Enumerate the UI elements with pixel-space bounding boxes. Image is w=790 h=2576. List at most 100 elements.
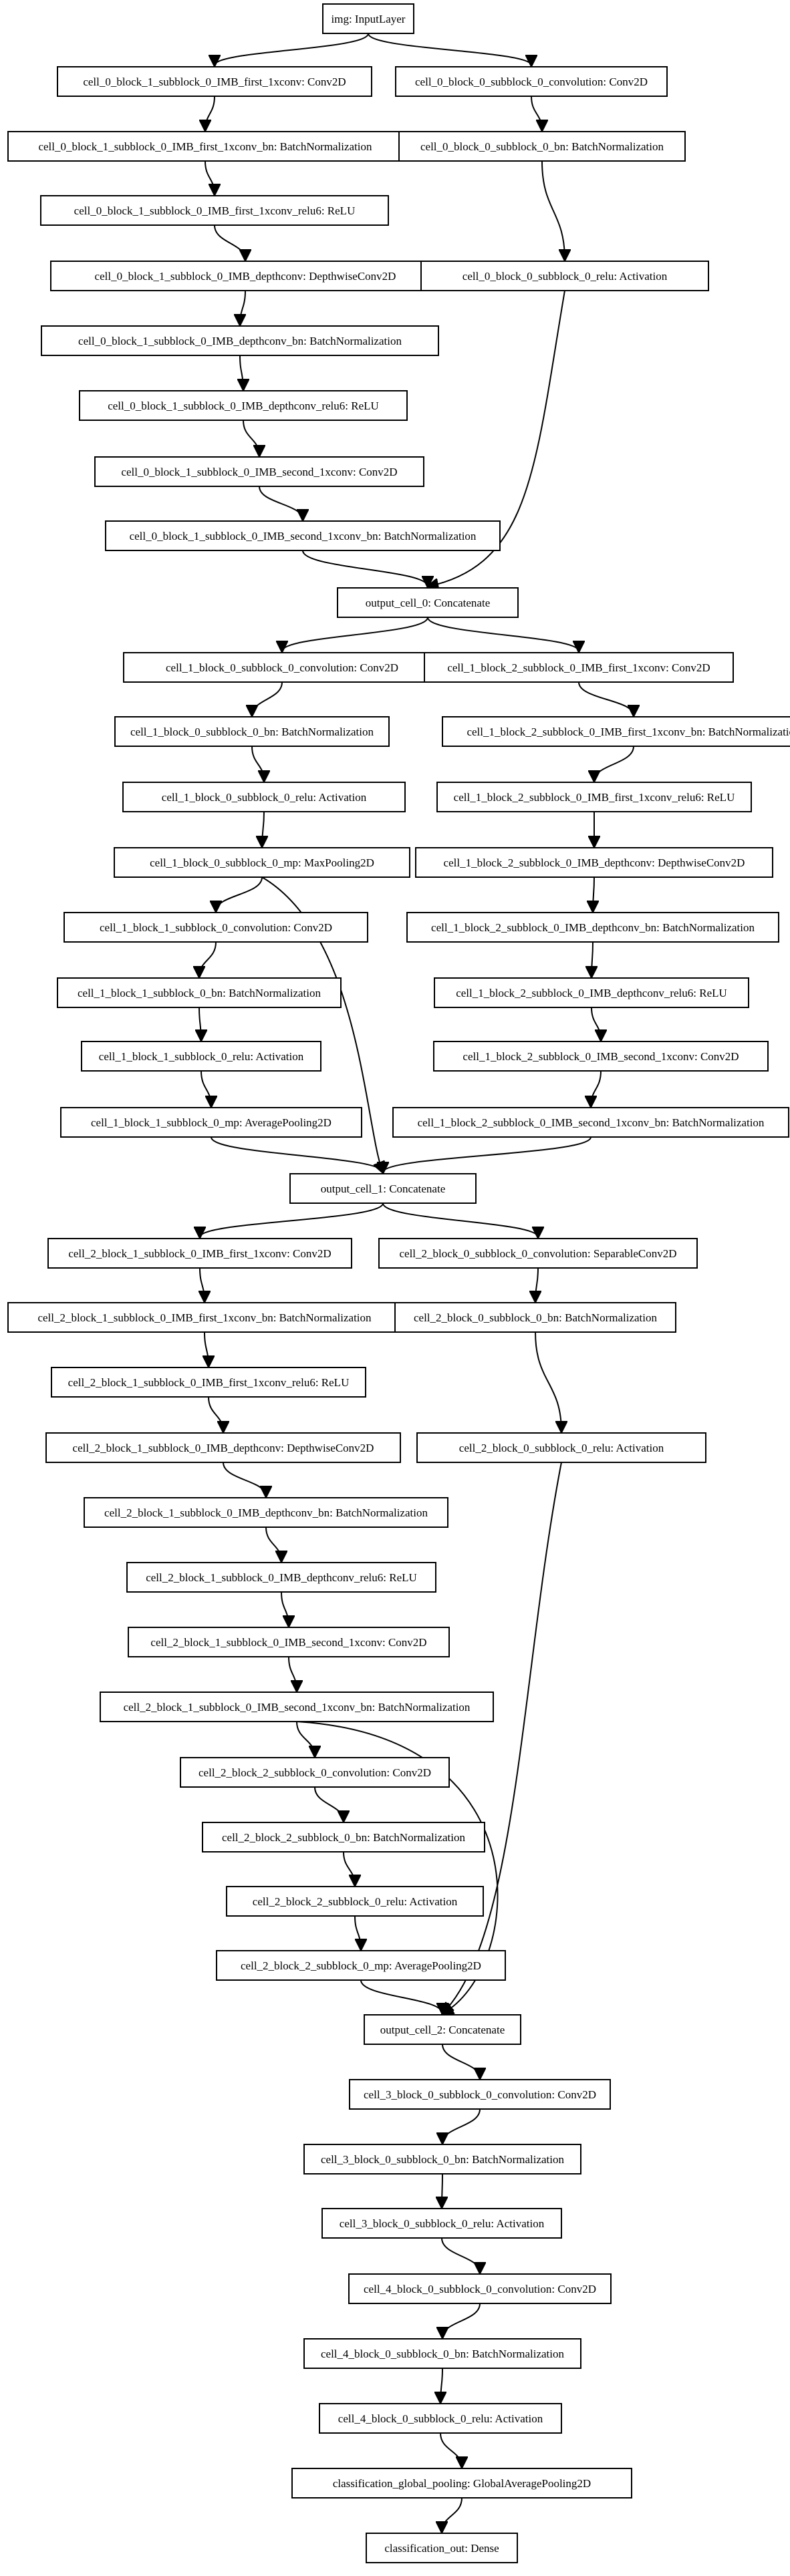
- node-box: [442, 716, 790, 747]
- node-out2: output_cell_2: Concatenate: [364, 2014, 521, 2045]
- node-box: [128, 1627, 450, 1657]
- node-label: output_cell_0: Concatenate: [366, 597, 490, 609]
- node-label: cell_1_block_0_subblock_0_mp: MaxPooling…: [150, 856, 374, 869]
- node-box: [378, 1238, 698, 1269]
- edges-layer: [199, 33, 634, 2532]
- edge-c2b1-dw-to-c2b1-dw-bn: [223, 1462, 266, 1496]
- node-c0b1-dw-relu: cell_0_block_1_subblock_0_IMB_depthconv_…: [79, 390, 408, 421]
- node-label: output_cell_1: Concatenate: [321, 1182, 445, 1195]
- node-out1: output_cell_1: Concatenate: [289, 1173, 477, 1204]
- node-label: cell_4_block_0_subblock_0_relu: Activati…: [338, 2412, 543, 2425]
- node-label: cell_4_block_0_subblock_0_convolution: C…: [364, 2283, 596, 2295]
- edge-c2b1-first-to-c2b1-first-bn: [200, 1267, 205, 1301]
- edge-c2b0-relu-to-out2: [442, 1462, 562, 2014]
- edge-c1b1-conv-to-c1b1-bn: [199, 941, 217, 977]
- node-label: cell_3_block_0_subblock_0_convolution: C…: [364, 2088, 596, 2101]
- node-c2b1-second-bn: cell_2_block_1_subblock_0_IMB_second_1xc…: [100, 1692, 494, 1722]
- node-c0b0-bn: cell_0_block_0_subblock_0_bn: BatchNorma…: [398, 131, 686, 162]
- node-box: [322, 3, 414, 34]
- edge-out1-to-c2b1-first: [200, 1202, 384, 1237]
- nodes-layer: img: InputLayer cell_0_block_1_subblock_0…: [7, 3, 790, 2563]
- edge-c0b1-dw-to-c0b1-dw-bn: [240, 290, 245, 325]
- edge-c1b0-mp-to-c1b1-conv: [216, 876, 263, 911]
- edge-out2-to-c3b0-conv: [442, 2044, 480, 2078]
- node-label: cell_0_block_1_subblock_0_IMB_depthconv_…: [108, 399, 379, 412]
- node-label: cell_3_block_0_subblock_0_relu: Activati…: [340, 2217, 545, 2230]
- node-box: [105, 520, 501, 551]
- node-c2b1-dw-bn: cell_2_block_1_subblock_0_IMB_depthconv_…: [84, 1497, 448, 1528]
- edge-c1b2-second-to-c1b2-second-bn: [591, 1070, 602, 1106]
- edge-c2b1-second-bn-to-c2b2-conv: [296, 1721, 315, 1756]
- edge-out0-to-c1b0-conv: [282, 617, 428, 651]
- edge-c4b0-bn-to-c4b0-relu: [440, 2368, 442, 2402]
- node-label: cell_2_block_2_subblock_0_relu: Activati…: [253, 1895, 458, 1908]
- edge-c0b1-second-to-c0b1-second-bn: [259, 486, 303, 520]
- node-img: img: InputLayer: [322, 3, 414, 34]
- node-box: [319, 2403, 562, 2434]
- node-c2b2-relu: cell_2_block_2_subblock_0_relu: Activati…: [226, 1886, 484, 1917]
- node-c2b1-first: cell_2_block_1_subblock_0_IMB_first_1xco…: [47, 1238, 352, 1269]
- node-label: cell_0_block_1_subblock_0_IMB_second_1xc…: [121, 466, 397, 478]
- node-c1b0-mp: cell_1_block_0_subblock_0_mp: MaxPooling…: [114, 847, 410, 878]
- node-c1b1-mp: cell_1_block_1_subblock_0_mp: AveragePoo…: [60, 1107, 362, 1138]
- node-c2b2-mp: cell_2_block_2_subblock_0_mp: AveragePoo…: [216, 1950, 506, 1981]
- edge-c2b1-first-bn-to-c2b1-first-relu: [205, 1331, 209, 1366]
- node-box: [57, 66, 372, 97]
- node-box: [348, 2273, 612, 2304]
- edge-c1b0-bn-to-c1b0-relu: [251, 746, 264, 781]
- edge-c4b0-conv-to-c4b0-bn: [442, 2303, 481, 2338]
- node-label: cell_1_block_2_subblock_0_IMB_first_1xco…: [447, 661, 710, 674]
- edge-c1b0-mp-to-out1: [261, 876, 383, 1172]
- node-box: [63, 912, 368, 943]
- edge-c2b2-relu-to-c2b2-mp: [354, 1915, 361, 1949]
- edge-c0b1-dw-bn-to-c0b1-dw-relu: [240, 355, 243, 389]
- node-box: [420, 261, 709, 291]
- node-label: cell_2_block_0_subblock_0_relu: Activati…: [459, 1442, 664, 1454]
- node-box: [433, 1041, 769, 1072]
- node-label: cell_0_block_1_subblock_0_IMB_second_1xc…: [130, 530, 477, 542]
- edge-c2b1-first-relu-to-c2b1-dw: [208, 1396, 223, 1432]
- node-box: [392, 1107, 789, 1138]
- node-label: cell_1_block_1_subblock_0_bn: BatchNorma…: [78, 987, 321, 999]
- node-label: cell_2_block_1_subblock_0_IMB_first_1xco…: [68, 1376, 350, 1389]
- node-box: [416, 1432, 706, 1463]
- node-box: [424, 652, 734, 683]
- node-box: [94, 456, 424, 487]
- node-label: cell_0_block_0_subblock_0_convolution: C…: [415, 75, 648, 88]
- node-c0b1-second-bn: cell_0_block_1_subblock_0_IMB_second_1xc…: [105, 520, 501, 551]
- node-box: [40, 195, 389, 226]
- edge-c2b0-bn-to-c2b0-relu: [535, 1331, 561, 1432]
- node-box: [415, 847, 773, 878]
- node-c2b0-conv: cell_2_block_0_subblock_0_convolution: S…: [378, 1238, 698, 1269]
- node-box: [45, 1432, 401, 1463]
- node-c2b2-conv: cell_2_block_2_subblock_0_convolution: C…: [180, 1757, 450, 1788]
- node-label: cell_2_block_1_subblock_0_IMB_first_1xco…: [37, 1311, 372, 1324]
- node-label: cell_2_block_0_subblock_0_convolution: S…: [399, 1247, 676, 1260]
- node-label: cell_1_block_2_subblock_0_IMB_first_1xco…: [454, 791, 735, 804]
- node-c2b0-relu: cell_2_block_0_subblock_0_relu: Activati…: [416, 1432, 706, 1463]
- node-label: cell_1_block_0_subblock_0_relu: Activati…: [162, 791, 367, 804]
- node-label: cell_0_block_0_subblock_0_bn: BatchNorma…: [420, 140, 664, 153]
- edge-c1b0-relu-to-c1b0-mp: [262, 811, 264, 846]
- edge-out1-to-c2b0-conv: [382, 1202, 538, 1237]
- node-box: [126, 1562, 436, 1593]
- node-c4b0-relu: cell_4_block_0_subblock_0_relu: Activati…: [319, 2403, 562, 2434]
- node-label: cell_0_block_1_subblock_0_IMB_depthconv_…: [78, 335, 402, 347]
- edge-c2b2-bn-to-c2b2-relu: [343, 1851, 355, 1885]
- node-dense: classification_out: Dense: [366, 2533, 518, 2563]
- node-label: cell_2_block_1_subblock_0_IMB_second_1xc…: [124, 1701, 471, 1714]
- node-box: [394, 1302, 676, 1333]
- node-label: classification_global_pooling: GlobalAve…: [333, 2477, 591, 2490]
- node-label: cell_1_block_1_subblock_0_convolution: C…: [100, 921, 332, 934]
- node-label: cell_2_block_2_subblock_0_bn: BatchNorma…: [222, 1831, 466, 1844]
- edge-c2b2-conv-to-c2b2-bn: [314, 1786, 344, 1821]
- node-label: cell_1_block_0_subblock_0_convolution: C…: [166, 661, 398, 674]
- node-c2b1-first-bn: cell_2_block_1_subblock_0_IMB_first_1xco…: [7, 1302, 402, 1333]
- node-label: output_cell_2: Concatenate: [380, 2024, 505, 2036]
- node-c3b0-relu: cell_3_block_0_subblock_0_relu: Activati…: [321, 2208, 562, 2239]
- edge-c1b2-dw-to-c1b2-dw-bn: [593, 876, 594, 911]
- node-c0b1-dw-bn: cell_0_block_1_subblock_0_IMB_depthconv_…: [41, 325, 439, 356]
- node-box: [202, 1822, 485, 1853]
- node-box: [303, 2338, 581, 2369]
- node-c1b0-bn: cell_1_block_0_subblock_0_bn: BatchNorma…: [114, 716, 390, 747]
